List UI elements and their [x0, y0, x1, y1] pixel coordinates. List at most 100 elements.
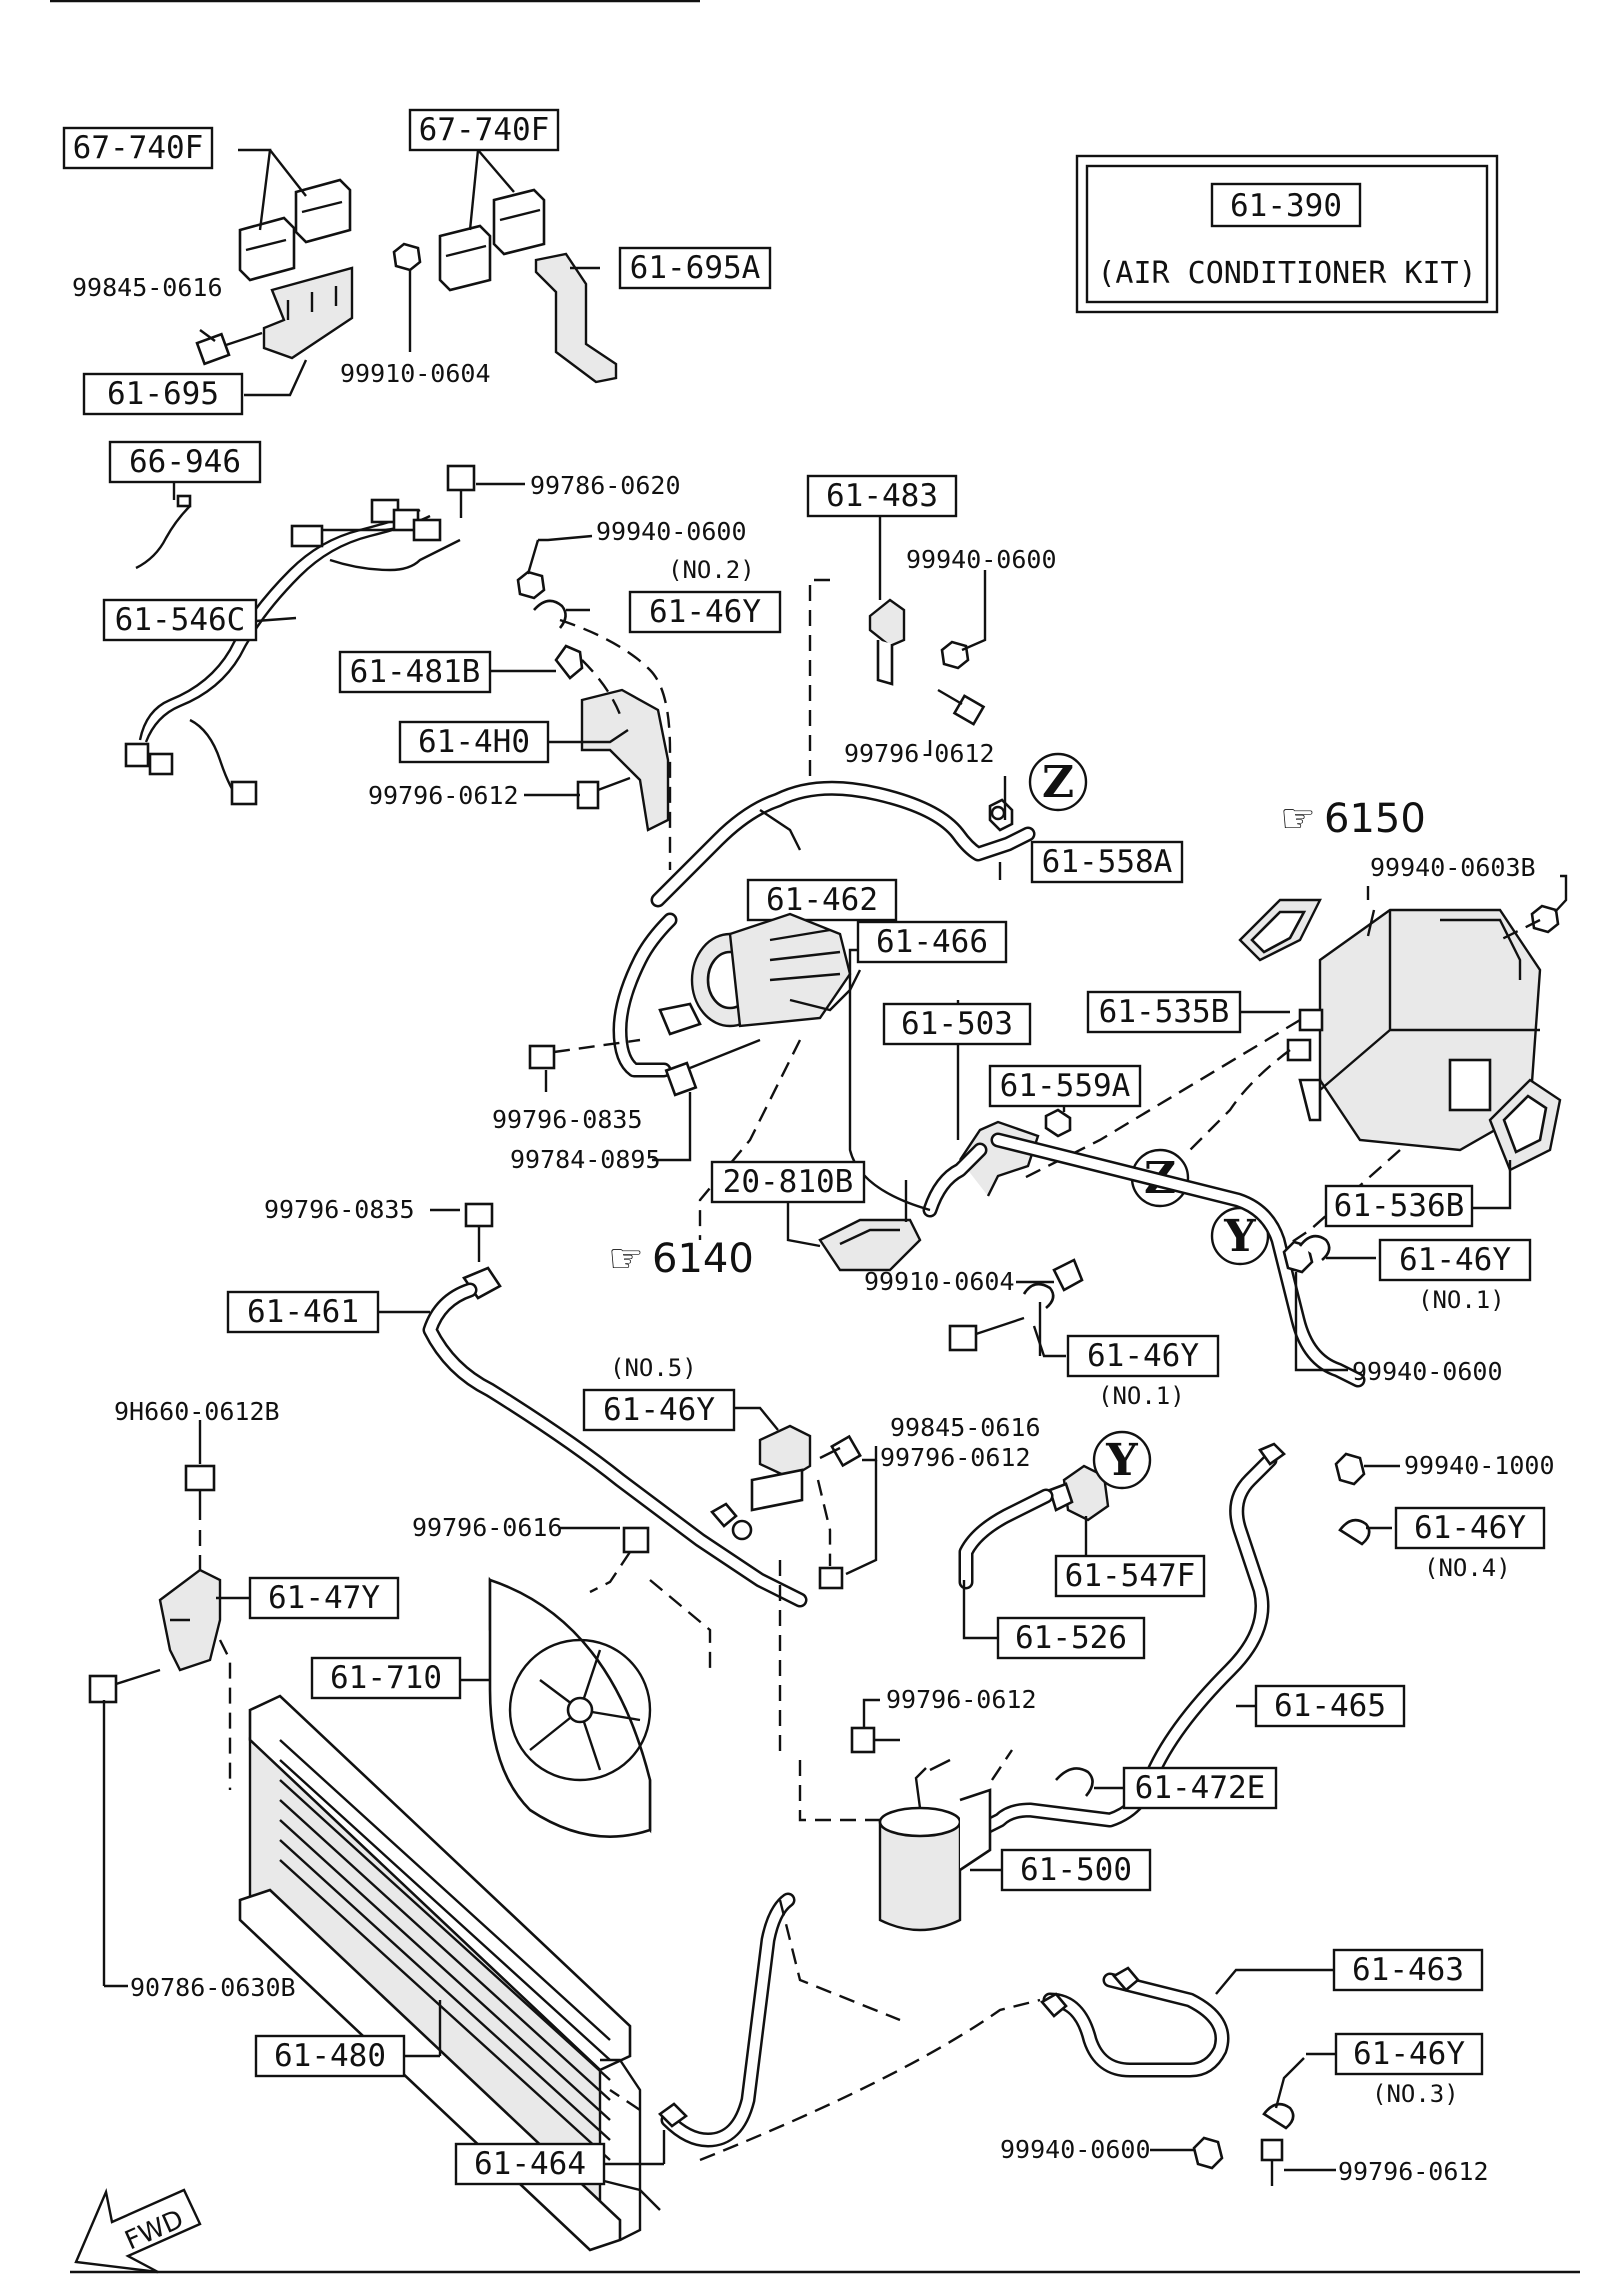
note-no5: (NO.5)	[610, 1354, 697, 1382]
compressor-bracket-labels: 99940-0600 (NO.2) 61-46Y 61-481B 61-4H0 …	[338, 517, 782, 810]
label-61-695A: 61-695A	[630, 250, 761, 286]
ref-6150-icon: ☞	[1280, 796, 1316, 842]
hw-99940-0603B: 99940-0603B	[1370, 853, 1536, 882]
hw-99940-0600-clamp: 99940-0600	[906, 545, 1057, 574]
condenser-bracket-drawing	[88, 1420, 250, 1988]
lower-lines-drawing	[604, 1892, 1336, 2186]
hw-99940-0600-no2: 99940-0600	[596, 517, 747, 546]
hw-99796-0612-lower: 99796-0612	[1338, 2157, 1489, 2186]
liquid-line-drawing	[786, 948, 1366, 1388]
hw-9H660-0612B: 9H660-0612B	[114, 1397, 280, 1426]
label-61-462: 61-462	[766, 882, 878, 918]
condenser-bracket-labels: 9H660-0612B 61-47Y 90786-0630B	[114, 1397, 400, 2002]
receiver-drier-drawing	[778, 1560, 1256, 1932]
note-no4: (NO.4)	[1424, 1554, 1511, 1582]
label-61-500: 61-500	[1020, 1852, 1132, 1888]
hw-99796-0835-hose: 99796-0835	[264, 1195, 415, 1224]
relay-labels: 67-740F 67-740F 61-695A 61-695 99845-061…	[62, 108, 772, 416]
label-61-46Y-no4: 61-46Y	[1414, 1510, 1526, 1546]
label-61-46Y-no1-left: 61-46Y	[1087, 1338, 1199, 1374]
right-clips-labels: 61-46Y (NO.1) 99940-0600 99940-1000 61-4…	[1352, 1238, 1555, 1582]
hw-99796-0612-no5: 99796-0612	[880, 1443, 1031, 1472]
condenser-labels: 61-480	[254, 2034, 406, 2078]
hw-99796-0612-drier: 99796-0612	[886, 1685, 1037, 1714]
hw-99784-0895: 99784-0895	[510, 1145, 661, 1174]
hw-99845-0616-mid: 99845-0616	[890, 1413, 1041, 1442]
marker-y-evaporator: Y	[1223, 1211, 1256, 1262]
marker-z-top: Z	[1042, 757, 1074, 808]
hw-99845-0616-top: 99845-0616	[72, 273, 223, 302]
label-61-46Y-no5: 61-46Y	[603, 1392, 715, 1428]
discharge-hose-drawing	[378, 1202, 878, 1608]
discharge-hose-labels: 99796-0835 61-461 (NO.5) 61-46Y 99796-06…	[226, 1195, 1031, 1472]
label-61-559A: 61-559A	[1000, 1068, 1131, 1104]
label-61-526: 61-526	[1015, 1620, 1127, 1656]
label-67-740F-left: 67-740F	[73, 130, 204, 166]
liquid-line-labels: 61-466 61-503 61-559A 20-810B 99910-0604…	[710, 920, 1220, 1442]
harness-labels: 66-946 61-546C 99786-0620	[102, 440, 681, 642]
pressure-switch-drawing	[958, 1464, 1110, 1640]
condenser-drawing	[238, 1694, 661, 2252]
hw-99796-0835-compressor: 99796-0835	[492, 1105, 643, 1134]
label-61-472E: 61-472E	[1135, 1770, 1266, 1806]
hw-90786-0630B: 90786-0630B	[130, 1973, 296, 2002]
note-no3: (NO.3)	[1372, 2080, 1459, 2108]
label-61-503: 61-503	[901, 1006, 1013, 1042]
compressor-labels: 99796-0835 99784-0895 ☞ 6140	[492, 1105, 754, 1282]
hw-99910-0604-top: 99910-0604	[340, 359, 491, 388]
hw-99910-0604-mid: 99910-0604	[864, 1267, 1015, 1296]
ref-6140: 6140	[652, 1236, 754, 1282]
label-61-710: 61-710	[330, 1660, 442, 1696]
label-61-536B: 61-536B	[1334, 1188, 1465, 1224]
hw-99796-0612-bracket: 99796-0612	[368, 781, 519, 810]
compressor-drawing	[528, 912, 862, 1240]
label-61-4H0: 61-4H0	[418, 724, 530, 760]
evaporator-drawing	[1019, 874, 1568, 1251]
label-61-547F: 61-547F	[1065, 1558, 1196, 1594]
label-66-946: 66-946	[129, 444, 241, 480]
hw-99940-1000: 99940-1000	[1404, 1451, 1555, 1480]
label-61-47Y: 61-47Y	[268, 1580, 380, 1616]
kit-part-number: 61-390	[1230, 188, 1342, 224]
label-61-480: 61-480	[274, 2038, 386, 2074]
fan-labels: 99796-0616 61-710	[310, 1513, 563, 1700]
lower-lines-labels: 61-463 61-46Y (NO.3) 99940-0600 99796-06…	[454, 1948, 1489, 2186]
compressor-bracket-drawing	[490, 534, 672, 870]
label-61-546C: 61-546C	[115, 602, 246, 638]
label-20-810B: 20-810B	[723, 1164, 854, 1200]
evaporator-labels: ☞ 6150 99940-0603B 61-535B 61-536B Z Y	[1086, 796, 1536, 1266]
air-conditioner-kit-box: 61-390 (AIR CONDITIONER KIT)	[1075, 154, 1499, 314]
label-61-535B: 61-535B	[1099, 994, 1230, 1030]
kit-caption: (AIR CONDITIONER KIT)	[1097, 256, 1476, 291]
label-61-466: 61-466	[876, 924, 988, 960]
suction-hose-labels: 61-483 99940-0600 99796-0612 61-558A Z 6…	[746, 474, 1184, 922]
forward-arrow: FWD	[74, 2187, 202, 2274]
hw-99940-0600-right: 99940-0600	[1352, 1357, 1503, 1386]
label-61-464: 61-464	[474, 2146, 586, 2182]
label-61-465: 61-465	[1274, 1688, 1386, 1724]
hw-99786-0620: 99786-0620	[530, 471, 681, 500]
label-61-483: 61-483	[826, 478, 938, 514]
ref-6150: 6150	[1324, 796, 1426, 842]
hw-99796-0616: 99796-0616	[412, 1513, 563, 1542]
note-no2: (NO.2)	[668, 556, 755, 584]
receiver-drier-labels: 99796-0612 61-465 61-472E 61-500	[886, 1684, 1406, 1892]
pressure-switch-labels: Y 61-547F 61-526	[996, 1430, 1206, 1660]
note-no1-right: (NO.1)	[1418, 1286, 1505, 1314]
right-clips-drawing	[972, 1234, 1400, 1838]
ref-6140-icon: ☞	[608, 1236, 644, 1282]
label-61-46Y-no2: 61-46Y	[649, 594, 761, 630]
marker-y-switch: Y	[1105, 1435, 1138, 1486]
label-61-558A: 61-558A	[1042, 844, 1173, 880]
label-61-463: 61-463	[1352, 1952, 1464, 1988]
fan-drawing	[460, 1526, 712, 1838]
suction-hose-drawing	[612, 512, 1036, 1078]
relay-group-drawing	[195, 148, 618, 397]
hw-99940-0600-lower: 99940-0600	[1000, 2135, 1151, 2164]
note-no1-left: (NO.1)	[1098, 1382, 1185, 1410]
hw-99796-0612-clamp: 99796-0612	[844, 739, 995, 768]
label-61-481B: 61-481B	[350, 654, 481, 690]
label-61-46Y-no3: 61-46Y	[1353, 2036, 1465, 2072]
label-61-461: 61-461	[247, 1294, 359, 1330]
harness-drawing	[124, 464, 525, 806]
